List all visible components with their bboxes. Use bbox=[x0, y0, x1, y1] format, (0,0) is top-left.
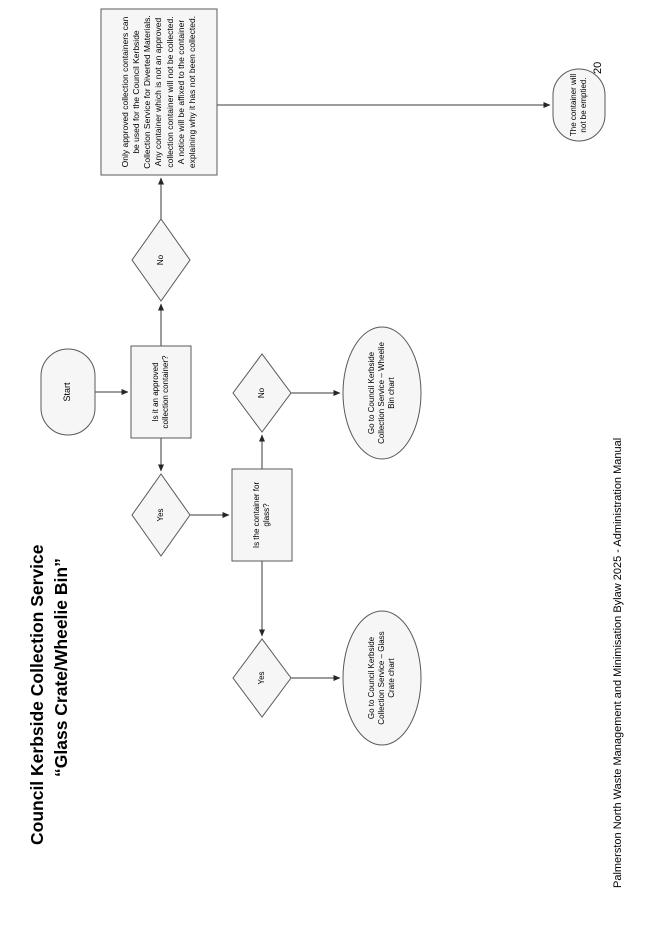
no-diamond-1-label: No bbox=[156, 254, 165, 266]
info-box-label: Only approved collection containers can … bbox=[120, 15, 197, 169]
page-title: Council Kerbside Collection Service “Gla… bbox=[26, 515, 73, 846]
approved-question-label: Is it an approved collection container? bbox=[151, 355, 170, 429]
yes-diamond-2-label: Yes bbox=[257, 671, 266, 685]
page-title-line2: “Glass Crate/Wheelie Bin” bbox=[50, 558, 71, 777]
start-node-label: Start bbox=[62, 382, 73, 402]
not-emptied-shape bbox=[552, 68, 606, 142]
not-emptied-label: The container will not be emptied. bbox=[569, 73, 588, 137]
glass-question-label: Is the container for glass? bbox=[252, 481, 271, 549]
goto-glass-shape bbox=[342, 610, 422, 746]
no-diamond-1-shape bbox=[131, 218, 191, 302]
approved-question-shape bbox=[130, 345, 192, 439]
page-title-line1: Council Kerbside Collection Service bbox=[27, 544, 47, 846]
info-box-shape bbox=[100, 8, 218, 176]
goto-wheelie-label: Go to Council Kerbside Collection Servic… bbox=[367, 342, 396, 444]
yes-diamond-1-shape bbox=[131, 473, 191, 557]
glass-question-shape bbox=[231, 468, 293, 562]
no-diamond-2-shape bbox=[232, 353, 292, 433]
footer-text: Palmerston North Waste Management and Mi… bbox=[612, 437, 624, 888]
no-diamond-2-label: No bbox=[257, 387, 266, 399]
yes-diamond-1-label: Yes bbox=[156, 508, 165, 522]
goto-glass-label: Go to Council Kerbside Collection Servic… bbox=[367, 631, 396, 725]
start-node-shape bbox=[40, 348, 96, 436]
page-number: 20 bbox=[592, 61, 604, 74]
goto-wheelie-shape bbox=[342, 326, 422, 460]
yes-diamond-2-shape bbox=[232, 638, 292, 718]
